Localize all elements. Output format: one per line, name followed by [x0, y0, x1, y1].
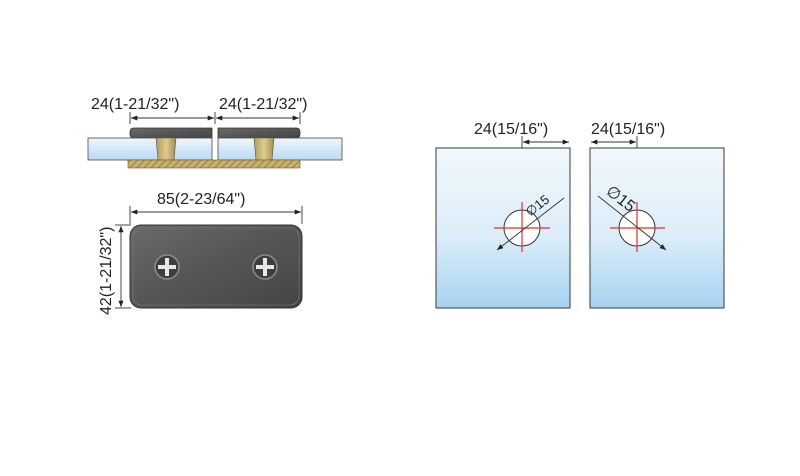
front-dim-width-label: 85(2-23/64")	[157, 191, 245, 208]
side-clamp-plate-left	[129, 127, 213, 139]
side-glass-panel-right	[217, 137, 343, 161]
clamp-plate-highlight	[132, 227, 300, 306]
phillips-screw-icon	[154, 254, 180, 280]
side-clamp-plate-right	[217, 127, 301, 139]
side-view: 24(1-21/32") 24(1-21/32")	[87, 96, 343, 169]
front-dim-height-label: 42(1-21/32")	[98, 227, 115, 315]
glass-cutout-right: 24(15/16") ∅15	[589, 121, 725, 309]
glass-left-offset-label: 24(15/16")	[474, 121, 548, 138]
glass-cutout-left: 24(15/16") ∅15	[435, 121, 571, 309]
side-bushing-right	[253, 137, 275, 161]
glass-left-diameter-leader	[496, 197, 565, 251]
side-glass-panel-left	[87, 137, 213, 161]
phillips-screw-icon	[252, 254, 278, 280]
glass-right-offset-label: 24(15/16")	[591, 121, 665, 138]
front-view: 85(2-23/64") 42(1-21/32")	[98, 191, 303, 315]
side-dim-left-label: 24(1-21/32")	[91, 96, 179, 113]
glass-right-diameter-leader	[597, 195, 667, 251]
side-dim-right-label: 24(1-21/32")	[219, 96, 307, 113]
side-gasket	[127, 159, 301, 169]
side-bushing-left	[155, 137, 177, 161]
clamp-plate	[129, 224, 303, 309]
